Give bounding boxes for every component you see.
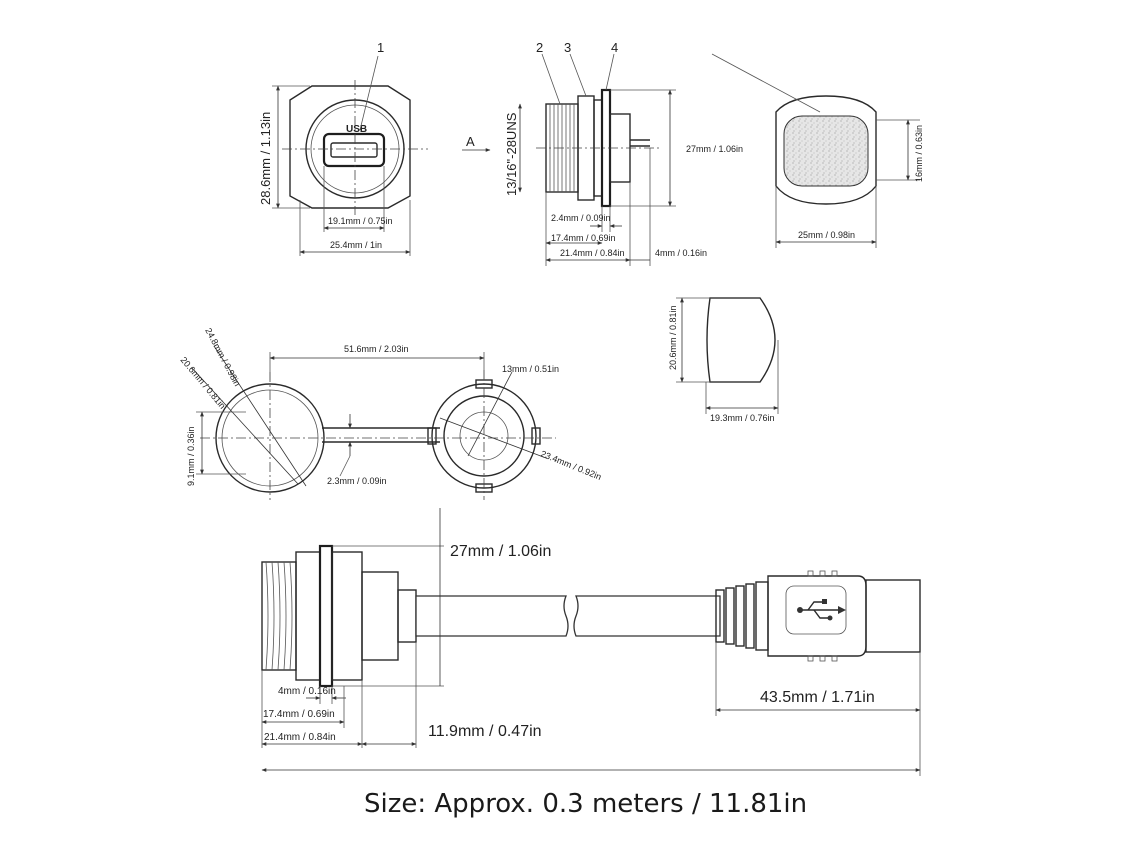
callout-4: 4 bbox=[611, 40, 618, 55]
asm-boot-dim: 11.9mm / 0.47in bbox=[428, 723, 542, 740]
asm-hex-nut bbox=[295, 551, 321, 681]
assembly-view: 27mm / 1.06in 4mm / 0.16in 17.4mm / 0.69… bbox=[261, 508, 921, 776]
gasket-view: 16mm / 0.63in 25mm / 0.98in bbox=[711, 53, 924, 248]
strain-relief bbox=[715, 581, 769, 651]
asm-plug-dim: 43.5mm / 1.71in bbox=[760, 689, 875, 706]
usb-port-outline bbox=[322, 132, 386, 168]
asm-panel-flange bbox=[318, 544, 334, 688]
view-a-label: A bbox=[466, 134, 475, 149]
side-length-dim: 21.4mm / 0.84in bbox=[560, 248, 625, 258]
front-hex-outline bbox=[289, 85, 411, 209]
flange-dim: 2.4mm / 0.09in bbox=[551, 213, 611, 223]
cable-left bbox=[415, 595, 569, 637]
asm-boot bbox=[397, 589, 417, 643]
strap-width-dim: 9.1mm / 0.36in bbox=[186, 426, 196, 486]
panel-height-dim: 27mm / 1.06in bbox=[686, 144, 743, 154]
callout-4-leader bbox=[605, 53, 615, 91]
gasket-leader bbox=[711, 53, 821, 113]
asm-thread-lines bbox=[265, 561, 293, 671]
cap-outer-circle bbox=[215, 383, 325, 493]
rear-dim: 4mm / 0.16in bbox=[655, 248, 707, 258]
gasket-height-dim: 16mm / 0.63in bbox=[914, 125, 924, 182]
strap-thick-dim: 2.3mm / 0.09in bbox=[327, 476, 387, 486]
callout-2: 2 bbox=[536, 40, 543, 55]
cap-side-outline bbox=[706, 297, 776, 383]
front-height-dim: 28.6mm / 1.13in bbox=[258, 112, 273, 205]
front-view: USB 1 28.6mm / 1.13in 19.1mm / 0.75in 25… bbox=[258, 40, 428, 256]
usb-symbol-icon bbox=[797, 599, 846, 621]
nut-outer-circle bbox=[431, 383, 537, 489]
callout-3: 3 bbox=[564, 40, 571, 55]
asm-height-dim: 27mm / 1.06in bbox=[450, 543, 551, 560]
usb-port-tongue bbox=[330, 142, 378, 158]
cable-right bbox=[573, 595, 721, 637]
hole-dia-dim: 13mm / 0.51in bbox=[502, 364, 559, 374]
nut-dia-leader bbox=[439, 417, 547, 459]
callout-2-leader bbox=[541, 53, 561, 105]
asm-flange-body bbox=[331, 551, 363, 681]
thread-len-dim: 17.4mm / 0.69in bbox=[551, 233, 616, 243]
side-view: A 2 3 4 13/16"-28UNS 27mm bbox=[462, 40, 743, 266]
callout-3-leader bbox=[569, 53, 587, 97]
cap-strap bbox=[322, 427, 440, 443]
outer-dia-leader bbox=[213, 345, 307, 487]
strap-thick-leader bbox=[339, 455, 351, 477]
plug-ribs bbox=[807, 570, 838, 662]
usb-label: USB bbox=[346, 124, 367, 135]
usb-b-plug-body bbox=[767, 575, 867, 657]
nut-dia-dim: 23.4mm / 0.92in bbox=[539, 449, 603, 482]
hole-dia-leader bbox=[467, 371, 513, 457]
inner-dia-leader bbox=[191, 367, 299, 485]
callout-1: 1 bbox=[377, 40, 384, 55]
asm-thread-dim: 17.4mm / 0.69in bbox=[263, 709, 335, 720]
inner-dia-dim: 20.6mm / 0.81in bbox=[178, 355, 227, 411]
asm-length-dim: 21.4mm / 0.84in bbox=[264, 732, 336, 743]
port-width-dim: 19.1mm / 0.75in bbox=[328, 216, 393, 226]
usb-b-plug-tip bbox=[865, 579, 921, 653]
overall-width-dim: 25.4mm / 1in bbox=[330, 240, 382, 250]
cap-width-dim: 19.3mm / 0.76in bbox=[710, 413, 775, 423]
span-dim: 51.6mm / 2.03in bbox=[344, 344, 409, 354]
callout-1-leader bbox=[359, 55, 379, 131]
cap-plan-view: 51.6mm / 2.03in 24.8mm / 0.98in 20.6mm /… bbox=[178, 326, 603, 500]
size-caption: Size: Approx. 0.3 meters / 11.81in bbox=[364, 789, 807, 819]
outer-dia-dim: 24.8mm / 0.98in bbox=[203, 326, 242, 388]
asm-rear-dim: 4mm / 0.16in bbox=[278, 686, 336, 697]
cap-height-dim: 20.6mm / 0.81in bbox=[668, 305, 678, 370]
gasket-texture bbox=[783, 115, 869, 187]
thread-label: 13/16"-28UNS bbox=[504, 112, 519, 196]
gasket-width-dim: 25mm / 0.98in bbox=[798, 230, 855, 240]
cap-side-view: 20.6mm / 0.81in 19.3mm / 0.76in bbox=[668, 297, 779, 423]
asm-rear-body bbox=[361, 571, 399, 661]
